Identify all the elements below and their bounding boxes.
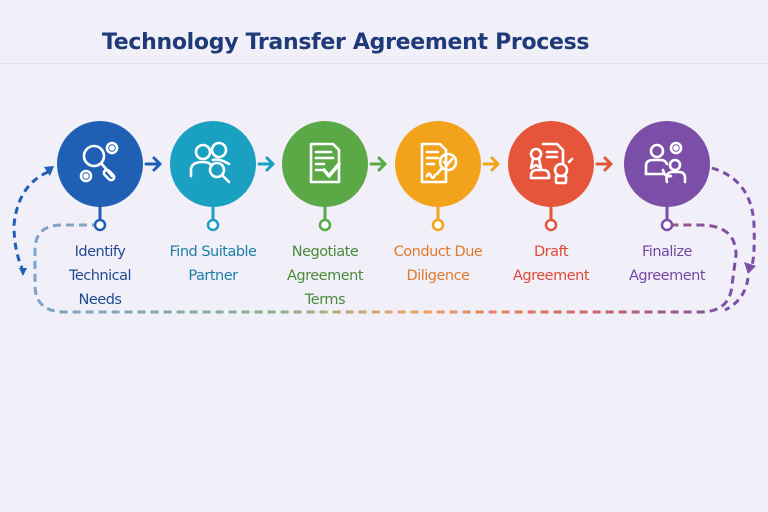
arrow-5-6 xyxy=(595,156,613,172)
step-2-label: Find Suitable Partner xyxy=(169,244,257,284)
arrow-4-5 xyxy=(482,156,500,172)
arrow-2-3 xyxy=(257,156,275,172)
step-6-label: Finalize Agreement xyxy=(628,244,706,284)
step-2-circle[interactable] xyxy=(170,121,256,207)
arrow-1-2 xyxy=(144,156,162,172)
magnifier-gears-icon xyxy=(79,141,119,183)
step-3-label: Negotiate Agreement Terms xyxy=(286,244,364,308)
title-divider xyxy=(0,63,768,64)
inner-loop-dashed xyxy=(33,223,738,314)
step-1-circle[interactable] xyxy=(57,121,143,207)
page-title: Technology Transfer Agreement Process xyxy=(102,30,590,55)
people-handshake-icon xyxy=(644,141,687,184)
arrow-3-4 xyxy=(369,156,387,172)
step-4-label: Conduct Due Diligence xyxy=(393,244,483,284)
step-3-circle[interactable] xyxy=(282,121,368,207)
step-4-circle[interactable] xyxy=(395,121,481,207)
step-6-circle[interactable] xyxy=(624,121,710,207)
step-1-label: Identify Technical Needs xyxy=(68,244,132,308)
people-search-icon xyxy=(189,141,231,184)
step-5-circle[interactable] xyxy=(508,121,594,207)
document-certificate-icon xyxy=(529,142,574,185)
document-checkmark-icon xyxy=(309,142,341,184)
document-magnifier-icon xyxy=(420,142,458,184)
step-5-label: Draft Agreement xyxy=(512,244,590,284)
